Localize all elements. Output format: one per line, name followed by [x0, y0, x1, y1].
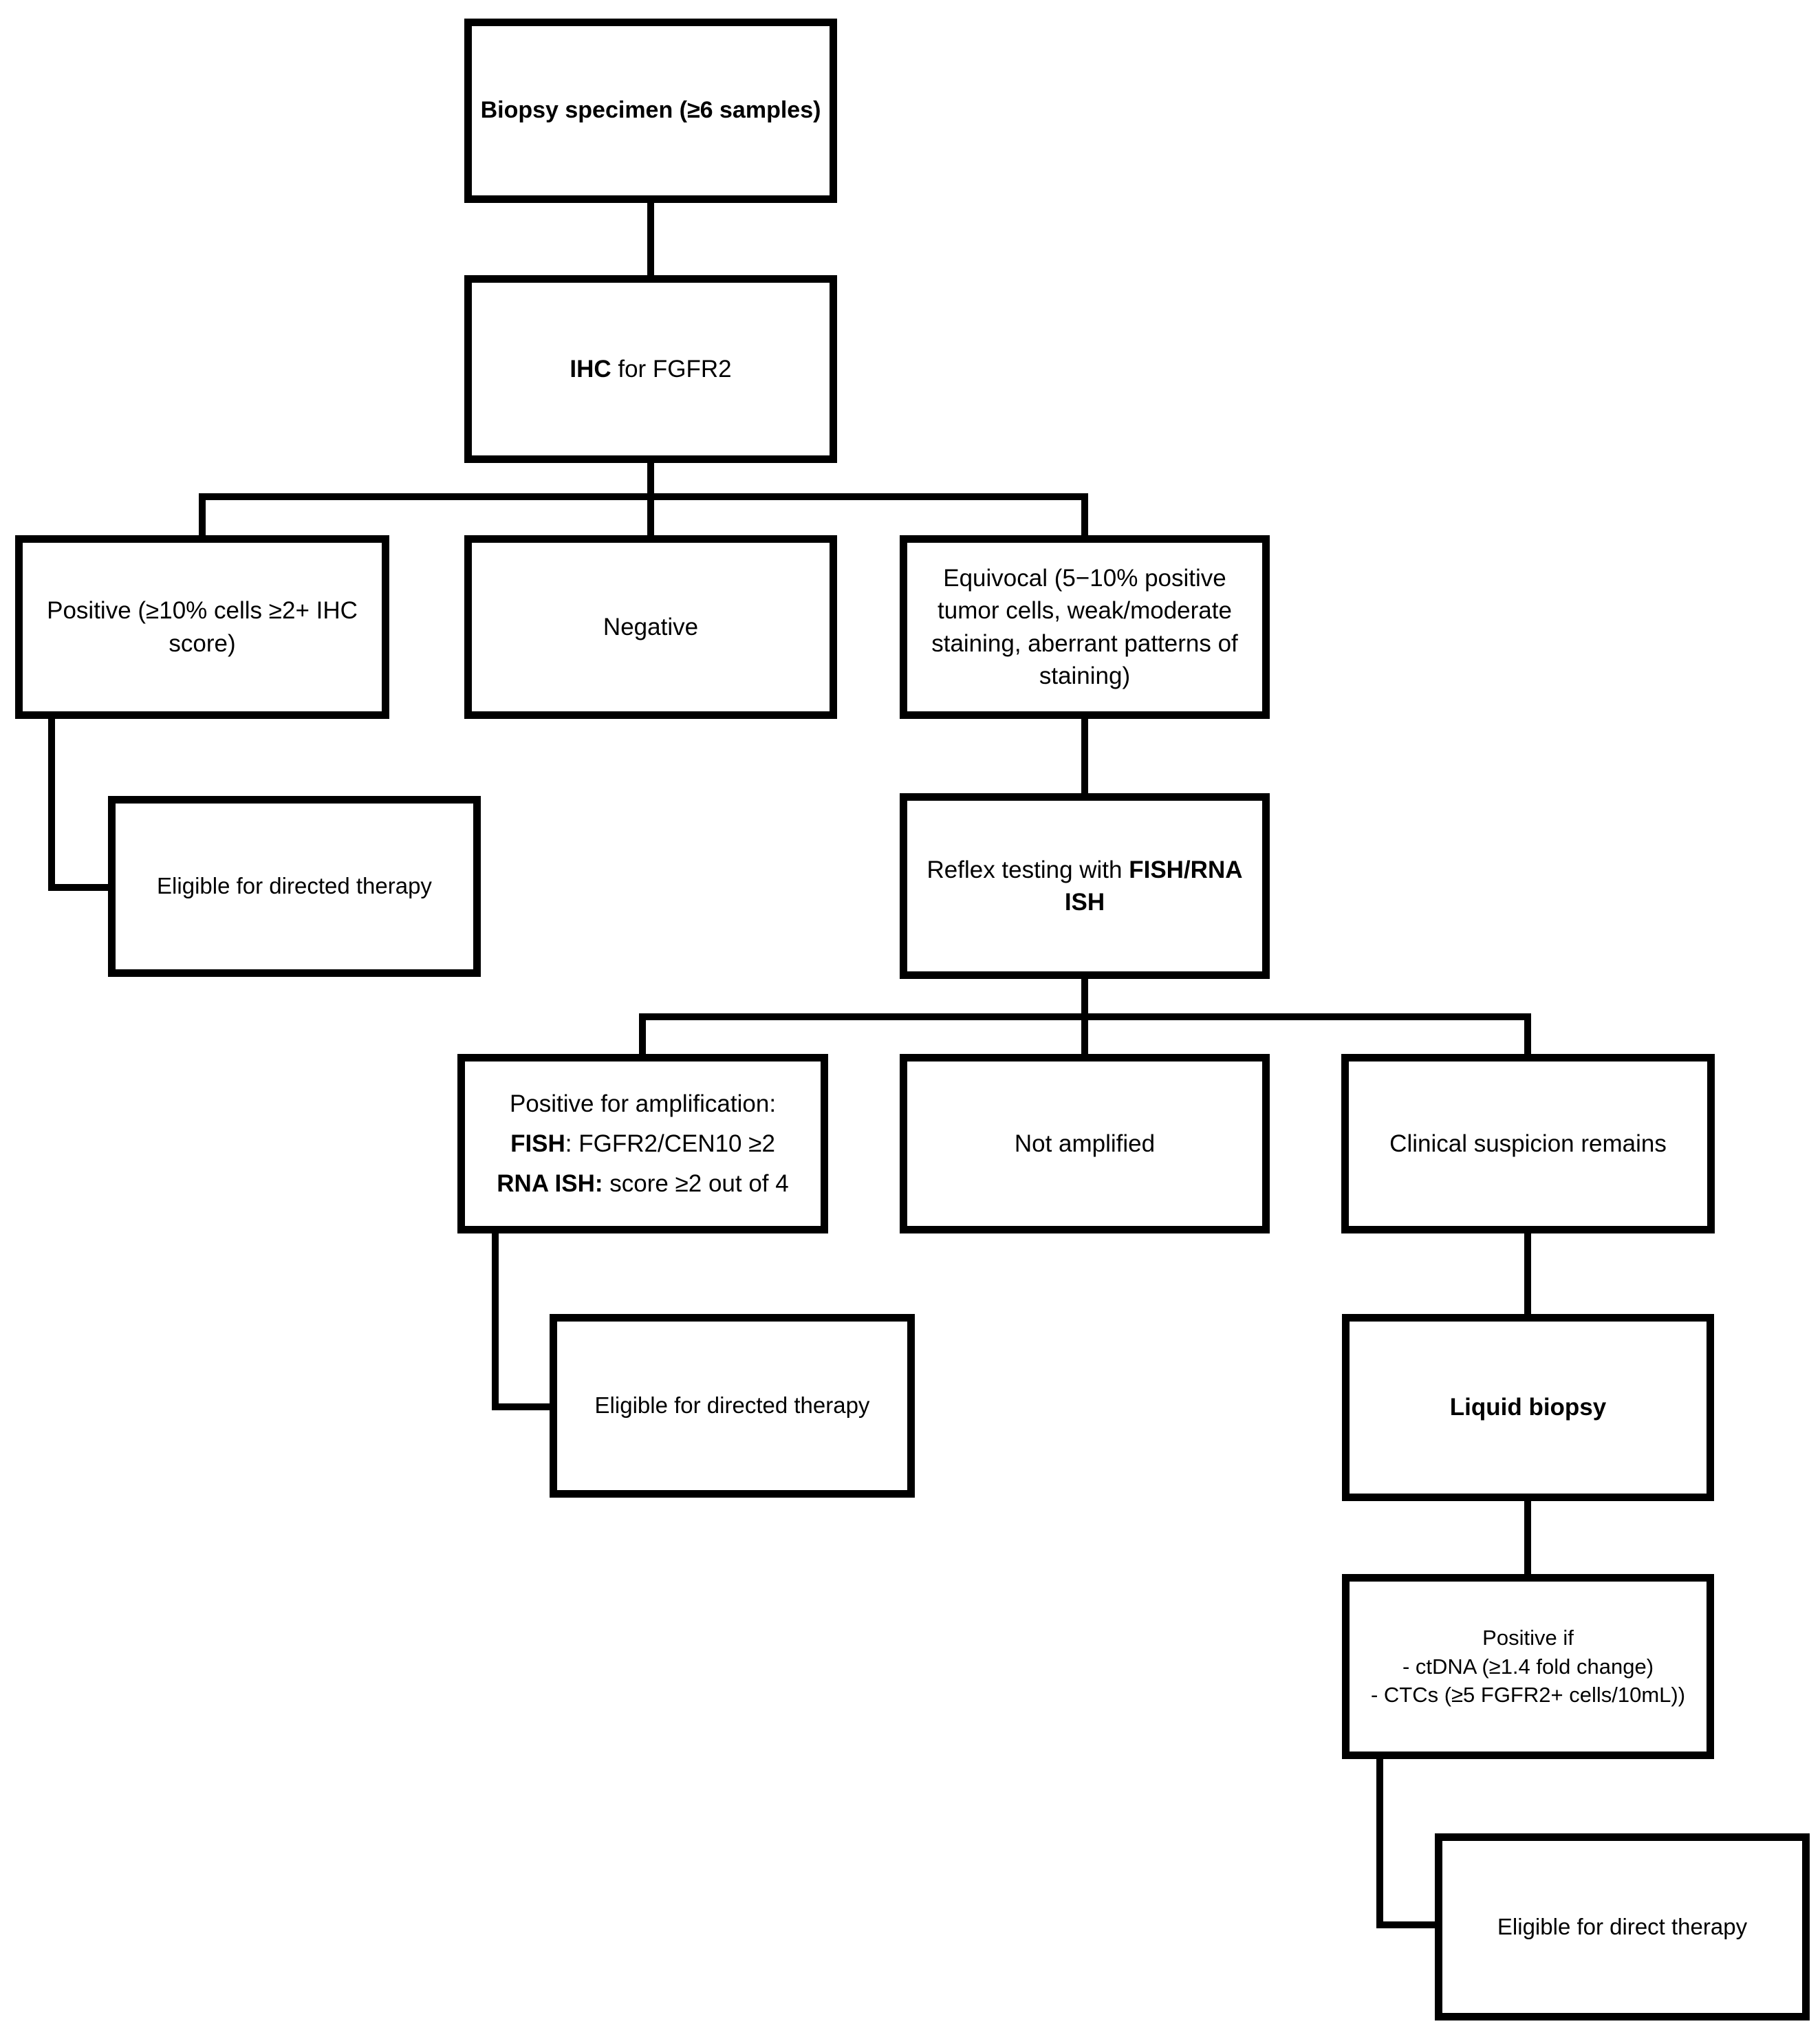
connector-criteria-to-eligible3-horizontal — [1376, 1921, 1442, 1928]
eligible-directed-therapy-box-1: Eligible for directed therapy — [108, 796, 481, 977]
positive-if-line2: - ctDNA (≥1.4 fold change) — [1402, 1654, 1654, 1679]
positive-for-amplification-box: Positive for amplification: FISH: FGFR2/… — [457, 1054, 828, 1233]
biopsy-specimen-label: Biopsy specimen (≥6 samples) — [480, 97, 821, 124]
connector-clinical-to-liquid — [1524, 1233, 1531, 1314]
rna-ish-label-bold: RNA ISH: — [497, 1170, 603, 1198]
not-amplified-box: Not amplified — [900, 1054, 1270, 1233]
negative-label: Negative — [603, 613, 699, 640]
connector-drop-negative — [647, 493, 654, 535]
connector-drop-clinical — [1524, 1013, 1531, 1054]
positive-if-line3: - CTCs (≥5 FGFR2+ cells/10mL)) — [1370, 1683, 1686, 1707]
connector-liquid-to-criteria — [1524, 1501, 1531, 1574]
fish-label-rest: : FGFR2/CEN10 ≥2 — [565, 1130, 775, 1157]
connector-drop-positive — [199, 493, 206, 535]
connector-amplified-to-eligible2-vertical — [492, 1233, 499, 1410]
clinical-suspicion-box: Clinical suspicion remains — [1341, 1054, 1715, 1233]
not-amplified-label: Not amplified — [1014, 1130, 1156, 1157]
eligible-directed-therapy-box-2: Eligible for directed therapy — [550, 1314, 915, 1498]
reflex-label-pre: Reflex testing with — [927, 856, 1129, 883]
ihc-label-bold: IHC — [570, 355, 611, 382]
connector-drop-amplified — [639, 1013, 646, 1054]
connector-biopsy-to-ihc — [647, 203, 654, 275]
liquid-biopsy-positive-criteria-box: Positive if - ctDNA (≥1.4 fold change) -… — [1342, 1574, 1714, 1759]
equivocal-box: Equivocal (5−10% positive tumor cells, w… — [900, 535, 1270, 719]
connector-equivocal-to-reflex — [1081, 719, 1088, 793]
eligible-directed-therapy-label-1: Eligible for directed therapy — [157, 873, 432, 899]
clinical-suspicion-label: Clinical suspicion remains — [1389, 1130, 1667, 1157]
ihc-label-rest: for FGFR2 — [611, 355, 732, 382]
connector-drop-not-amplified — [1081, 1013, 1088, 1054]
fish-label-bold: FISH — [510, 1130, 565, 1157]
equivocal-label: Equivocal (5−10% positive tumor cells, w… — [931, 565, 1238, 689]
biopsy-specimen-box: Biopsy specimen (≥6 samples) — [464, 19, 837, 203]
positive-ihc-label: Positive (≥10% cells ≥2+ IHC score) — [47, 597, 358, 657]
eligible-direct-therapy-box-3: Eligible for direct therapy — [1435, 1833, 1810, 2020]
eligible-directed-therapy-label-2: Eligible for directed therapy — [594, 1392, 870, 1419]
amplification-line2: FISH: FGFR2/CEN10 ≥2 — [470, 1128, 815, 1160]
connector-reflex-feed — [1081, 979, 1088, 1020]
negative-box: Negative — [464, 535, 837, 719]
amplification-line3: RNA ISH: score ≥2 out of 4 — [470, 1167, 815, 1200]
liquid-biopsy-box: Liquid biopsy — [1342, 1314, 1714, 1501]
positive-if-line1: Positive if — [1482, 1625, 1574, 1650]
connector-criteria-to-eligible3-vertical — [1376, 1759, 1383, 1928]
rna-ish-label-rest: score ≥2 out of 4 — [603, 1170, 789, 1198]
reflex-testing-box: Reflex testing with FISH/RNA ISH — [900, 793, 1270, 979]
eligible-direct-therapy-label-3: Eligible for direct therapy — [1497, 1913, 1748, 1939]
connector-ihc-feed — [647, 463, 654, 500]
reflex-label-bold: FISH/RNA ISH — [1064, 856, 1243, 916]
connector-branch1-horizontal — [199, 493, 1088, 500]
amplification-line1: Positive for amplification: — [509, 1090, 777, 1117]
positive-ihc-box: Positive (≥10% cells ≥2+ IHC score) — [15, 535, 389, 719]
ihc-for-fgfr2-box: IHC for FGFR2 — [464, 275, 837, 463]
connector-positive-to-eligible1-horizontal — [48, 884, 115, 891]
connector-amplified-to-eligible2-horizontal — [492, 1403, 556, 1410]
liquid-biopsy-label: Liquid biopsy — [1449, 1394, 1607, 1421]
connector-drop-equivocal — [1081, 493, 1088, 535]
connector-positive-to-eligible1-vertical — [48, 719, 55, 891]
